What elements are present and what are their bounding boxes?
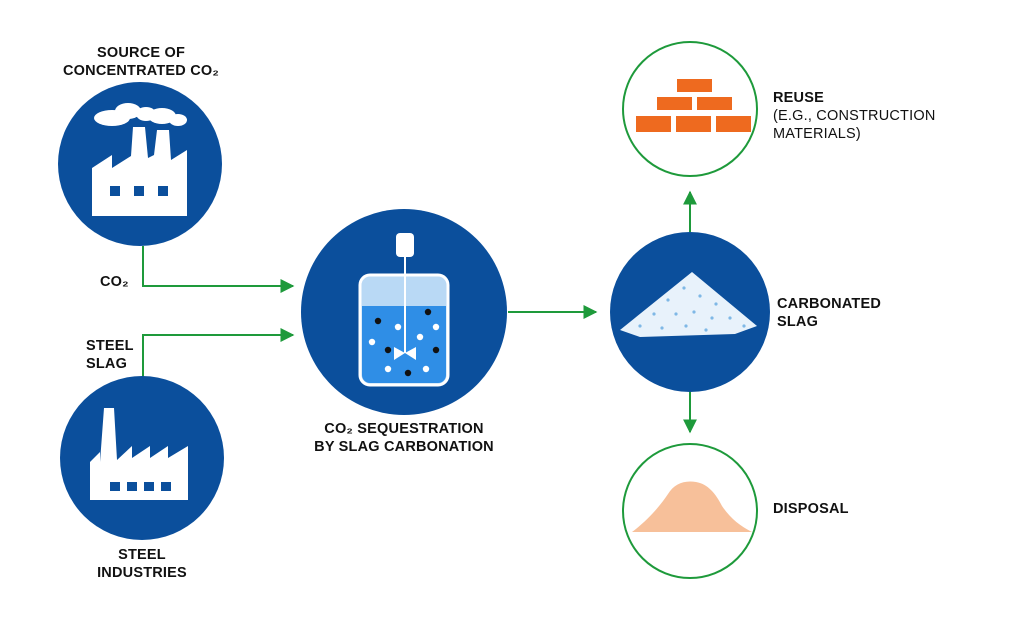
steel-industries-line2: INDUSTRIES — [97, 565, 187, 581]
reactor-node — [301, 209, 507, 415]
process-label: CO₂ SEQUESTRATION BY SLAG CARBONATION — [294, 420, 514, 456]
steel-slag-line1: STEEL — [86, 338, 134, 354]
steel-industries-line1: STEEL — [118, 547, 166, 563]
co2-arrow — [142, 246, 295, 293]
disposal-label: DISPOSAL — [773, 501, 849, 517]
disposal-node — [622, 443, 758, 579]
reuse-label: REUSE (E.G., CONSTRUCTION MATERIALS) — [773, 89, 936, 143]
source-label-line2: CONCENTRATED CO₂ — [63, 63, 219, 79]
co2-label: CO₂ — [100, 274, 129, 290]
connectors — [142, 190, 697, 434]
steel-industries-node — [60, 376, 224, 540]
smoke-icon — [94, 103, 187, 126]
source-label-line1: SOURCE OF — [97, 45, 185, 61]
dirt-pile-icon — [632, 481, 752, 532]
steel-slag-line2: SLAG — [86, 356, 128, 372]
steel-industries-label: STEEL INDUSTRIES — [72, 546, 212, 582]
slag-pile-icon — [620, 272, 757, 337]
reuse-line3: MATERIALS) — [773, 126, 861, 142]
carbonated-slag-node — [610, 232, 770, 392]
co2-source-node — [58, 82, 222, 246]
carbonated-line2: SLAG — [777, 314, 819, 330]
reactor-icon — [358, 233, 450, 387]
carbonated-line1: CARBONATED — [777, 296, 882, 312]
reuse-line2: (E.G., CONSTRUCTION — [773, 108, 936, 124]
process-line1: CO₂ SEQUESTRATION — [324, 421, 484, 437]
slag-arrow — [142, 328, 295, 378]
reuse-title: REUSE — [773, 90, 824, 106]
bricks-icon — [636, 79, 751, 132]
process-line2: BY SLAG CARBONATION — [314, 439, 494, 455]
source-label: SOURCE OF CONCENTRATED CO₂ — [46, 44, 236, 80]
carbonated-slag-label: CARBONATED SLAG — [777, 295, 881, 331]
reuse-node — [622, 41, 758, 177]
steel-slag-label: STEEL SLAG — [86, 337, 134, 373]
steel-factory-icon — [90, 408, 188, 500]
